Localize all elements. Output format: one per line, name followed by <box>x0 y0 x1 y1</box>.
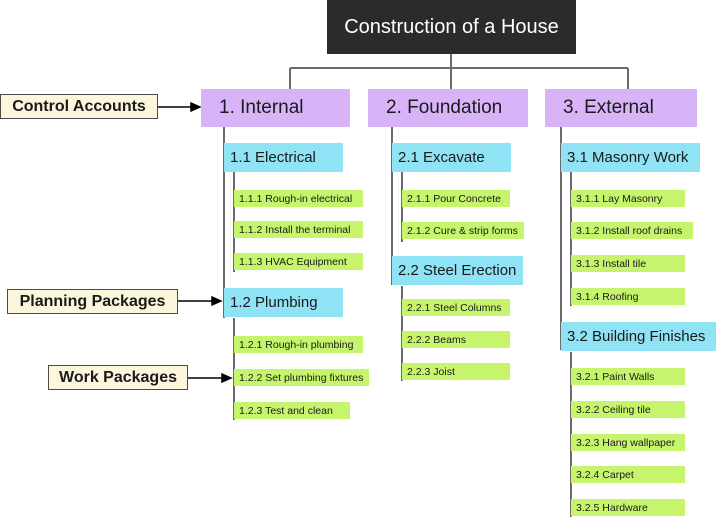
control-account-external: 3. External <box>545 89 697 127</box>
work-package: 3.1.2 Install roof drains <box>571 222 693 239</box>
planning-package-electrical: 1.1 Electrical <box>224 143 343 172</box>
work-package: 1.1.1 Rough-in electrical <box>234 190 363 207</box>
control-account-foundation: 2. Foundation <box>368 89 528 127</box>
planning-packages-label: Planning Packages <box>7 289 178 314</box>
work-package: 1.2.2 Set plumbing fixtures <box>234 369 369 386</box>
work-package: 2.2.3 Joist <box>402 363 510 380</box>
work-package: 3.2.4 Carpet <box>571 466 685 483</box>
work-package: 3.1.4 Roofing <box>571 288 685 305</box>
work-package: 3.2.3 Hang wallpaper <box>571 434 685 451</box>
control-accounts-label: Control Accounts <box>0 94 158 119</box>
work-package: 2.1.1 Pour Concrete <box>402 190 510 207</box>
work-package: 2.1.2 Cure & strip forms <box>402 222 524 239</box>
root-node: Construction of a House <box>327 0 576 54</box>
work-package: 1.2.3 Test and clean <box>234 402 350 419</box>
work-package: 3.2.2 Ceiling tile <box>571 401 685 418</box>
planning-package-plumbing: 1.2 Plumbing <box>224 288 343 317</box>
work-package: 1.1.2 Install the terminal <box>234 221 363 238</box>
work-package: 3.1.3 Install tile <box>571 255 685 272</box>
work-package: 1.1.3 HVAC Equipment <box>234 253 363 270</box>
work-package: 2.2.1 Steel Columns <box>402 299 510 316</box>
work-package: 2.2.2 Beams <box>402 331 510 348</box>
work-package: 3.2.1 Paint Walls <box>571 368 685 385</box>
planning-package-excavate: 2.1 Excavate <box>392 143 511 172</box>
planning-package-building-finishes: 3.2 Building Finishes <box>561 322 716 351</box>
work-packages-label: Work Packages <box>48 365 188 390</box>
planning-package-steel-erection: 2.2 Steel Erection <box>392 256 523 285</box>
work-package: 1.2.1 Rough-in plumbing <box>234 336 363 353</box>
work-package: 3.1.1 Lay Masonry <box>571 190 685 207</box>
control-account-internal: 1. Internal <box>201 89 350 127</box>
work-package: 3.2.5 Hardware <box>571 499 685 516</box>
planning-package-masonry-work: 3.1 Masonry Work <box>561 143 700 172</box>
